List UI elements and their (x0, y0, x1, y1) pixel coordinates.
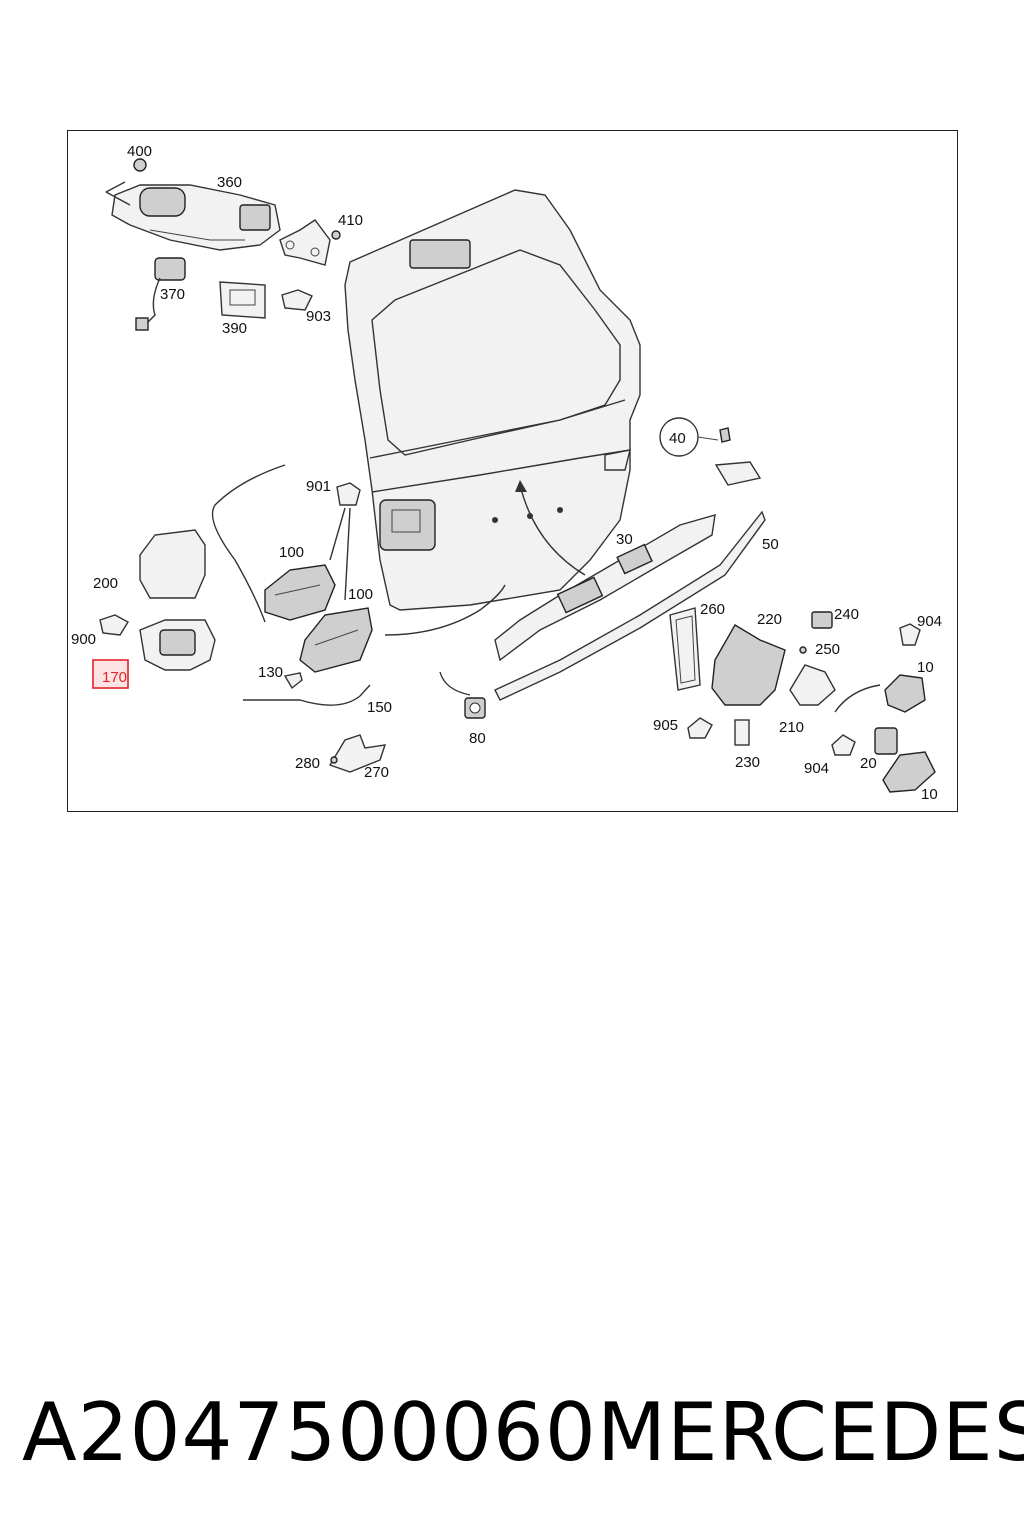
handle-strip-30 (494, 514, 716, 662)
callout-80: 80 (469, 730, 486, 747)
gasket-260 (669, 607, 701, 691)
callout-170: 170 (102, 669, 127, 686)
callout-230: 230 (735, 754, 760, 771)
trim-50 (494, 510, 766, 701)
bracket-410 (279, 219, 341, 266)
highlight-box-170 (92, 659, 129, 689)
callout-900: 900 (71, 631, 96, 648)
callout-410: 410 (338, 212, 363, 229)
callout-100-lower: 100 (348, 586, 373, 603)
callout-260: 260 (700, 601, 725, 618)
brand-name: MERCEDES (597, 1386, 1024, 1479)
callout-904-upper: 904 (917, 613, 942, 630)
lock-100a (264, 564, 336, 621)
pad-903 (281, 289, 313, 311)
camera-80 (439, 671, 486, 719)
callout-903: 903 (306, 308, 331, 325)
cover-200 (139, 529, 206, 599)
bowden-cable (211, 464, 286, 623)
callout-200: 200 (93, 575, 118, 592)
callout-280: 280 (295, 755, 320, 772)
callout-50: 50 (762, 536, 779, 553)
callout-904-lower: 904 (804, 760, 829, 777)
callout-390: 390 (222, 320, 247, 337)
sensor-370 (135, 257, 186, 331)
part-number: A2047500060 (22, 1386, 597, 1479)
tailgate-panel (344, 189, 641, 611)
pad-900 (99, 614, 129, 636)
callout-30: 30 (616, 531, 633, 548)
callout-150: 150 (367, 699, 392, 716)
callout-220: 220 (757, 611, 782, 628)
pad-904a (899, 623, 921, 646)
callout-20: 20 (860, 755, 877, 772)
lamp-10a (884, 674, 926, 713)
lamp-10b (882, 751, 936, 793)
callout-40: 40 (669, 430, 686, 447)
pad-901 (336, 482, 361, 506)
bracket-210 (789, 664, 836, 706)
callout-10-lower: 10 (921, 786, 938, 803)
lock-100b (299, 607, 373, 673)
footer: A2047500060 MERCEDES (0, 1378, 1024, 1488)
callout-270: 270 (364, 764, 389, 781)
callout-130: 130 (258, 664, 283, 681)
callout-100-upper: 100 (279, 544, 304, 561)
pad-904b (831, 734, 856, 756)
callout-400: 400 (127, 143, 152, 160)
switch-240 (811, 611, 833, 629)
actuator-170 (139, 619, 216, 671)
bracket-20 (874, 727, 898, 755)
callout-905: 905 (653, 717, 678, 734)
bracket-270 (328, 734, 387, 773)
callout-10-upper: 10 (917, 659, 934, 676)
callout-901: 901 (306, 478, 331, 495)
clip-40 (659, 417, 762, 486)
pad-905 (687, 717, 713, 739)
callout-250: 250 (815, 641, 840, 658)
callout-210: 210 (779, 719, 804, 736)
actuator-360-assembly (105, 158, 281, 251)
callout-240: 240 (834, 606, 859, 623)
control-unit-390 (219, 281, 266, 319)
callout-370: 370 (160, 286, 185, 303)
latch-220 (711, 624, 786, 746)
callout-360: 360 (217, 174, 242, 191)
screw-250 (799, 646, 807, 654)
